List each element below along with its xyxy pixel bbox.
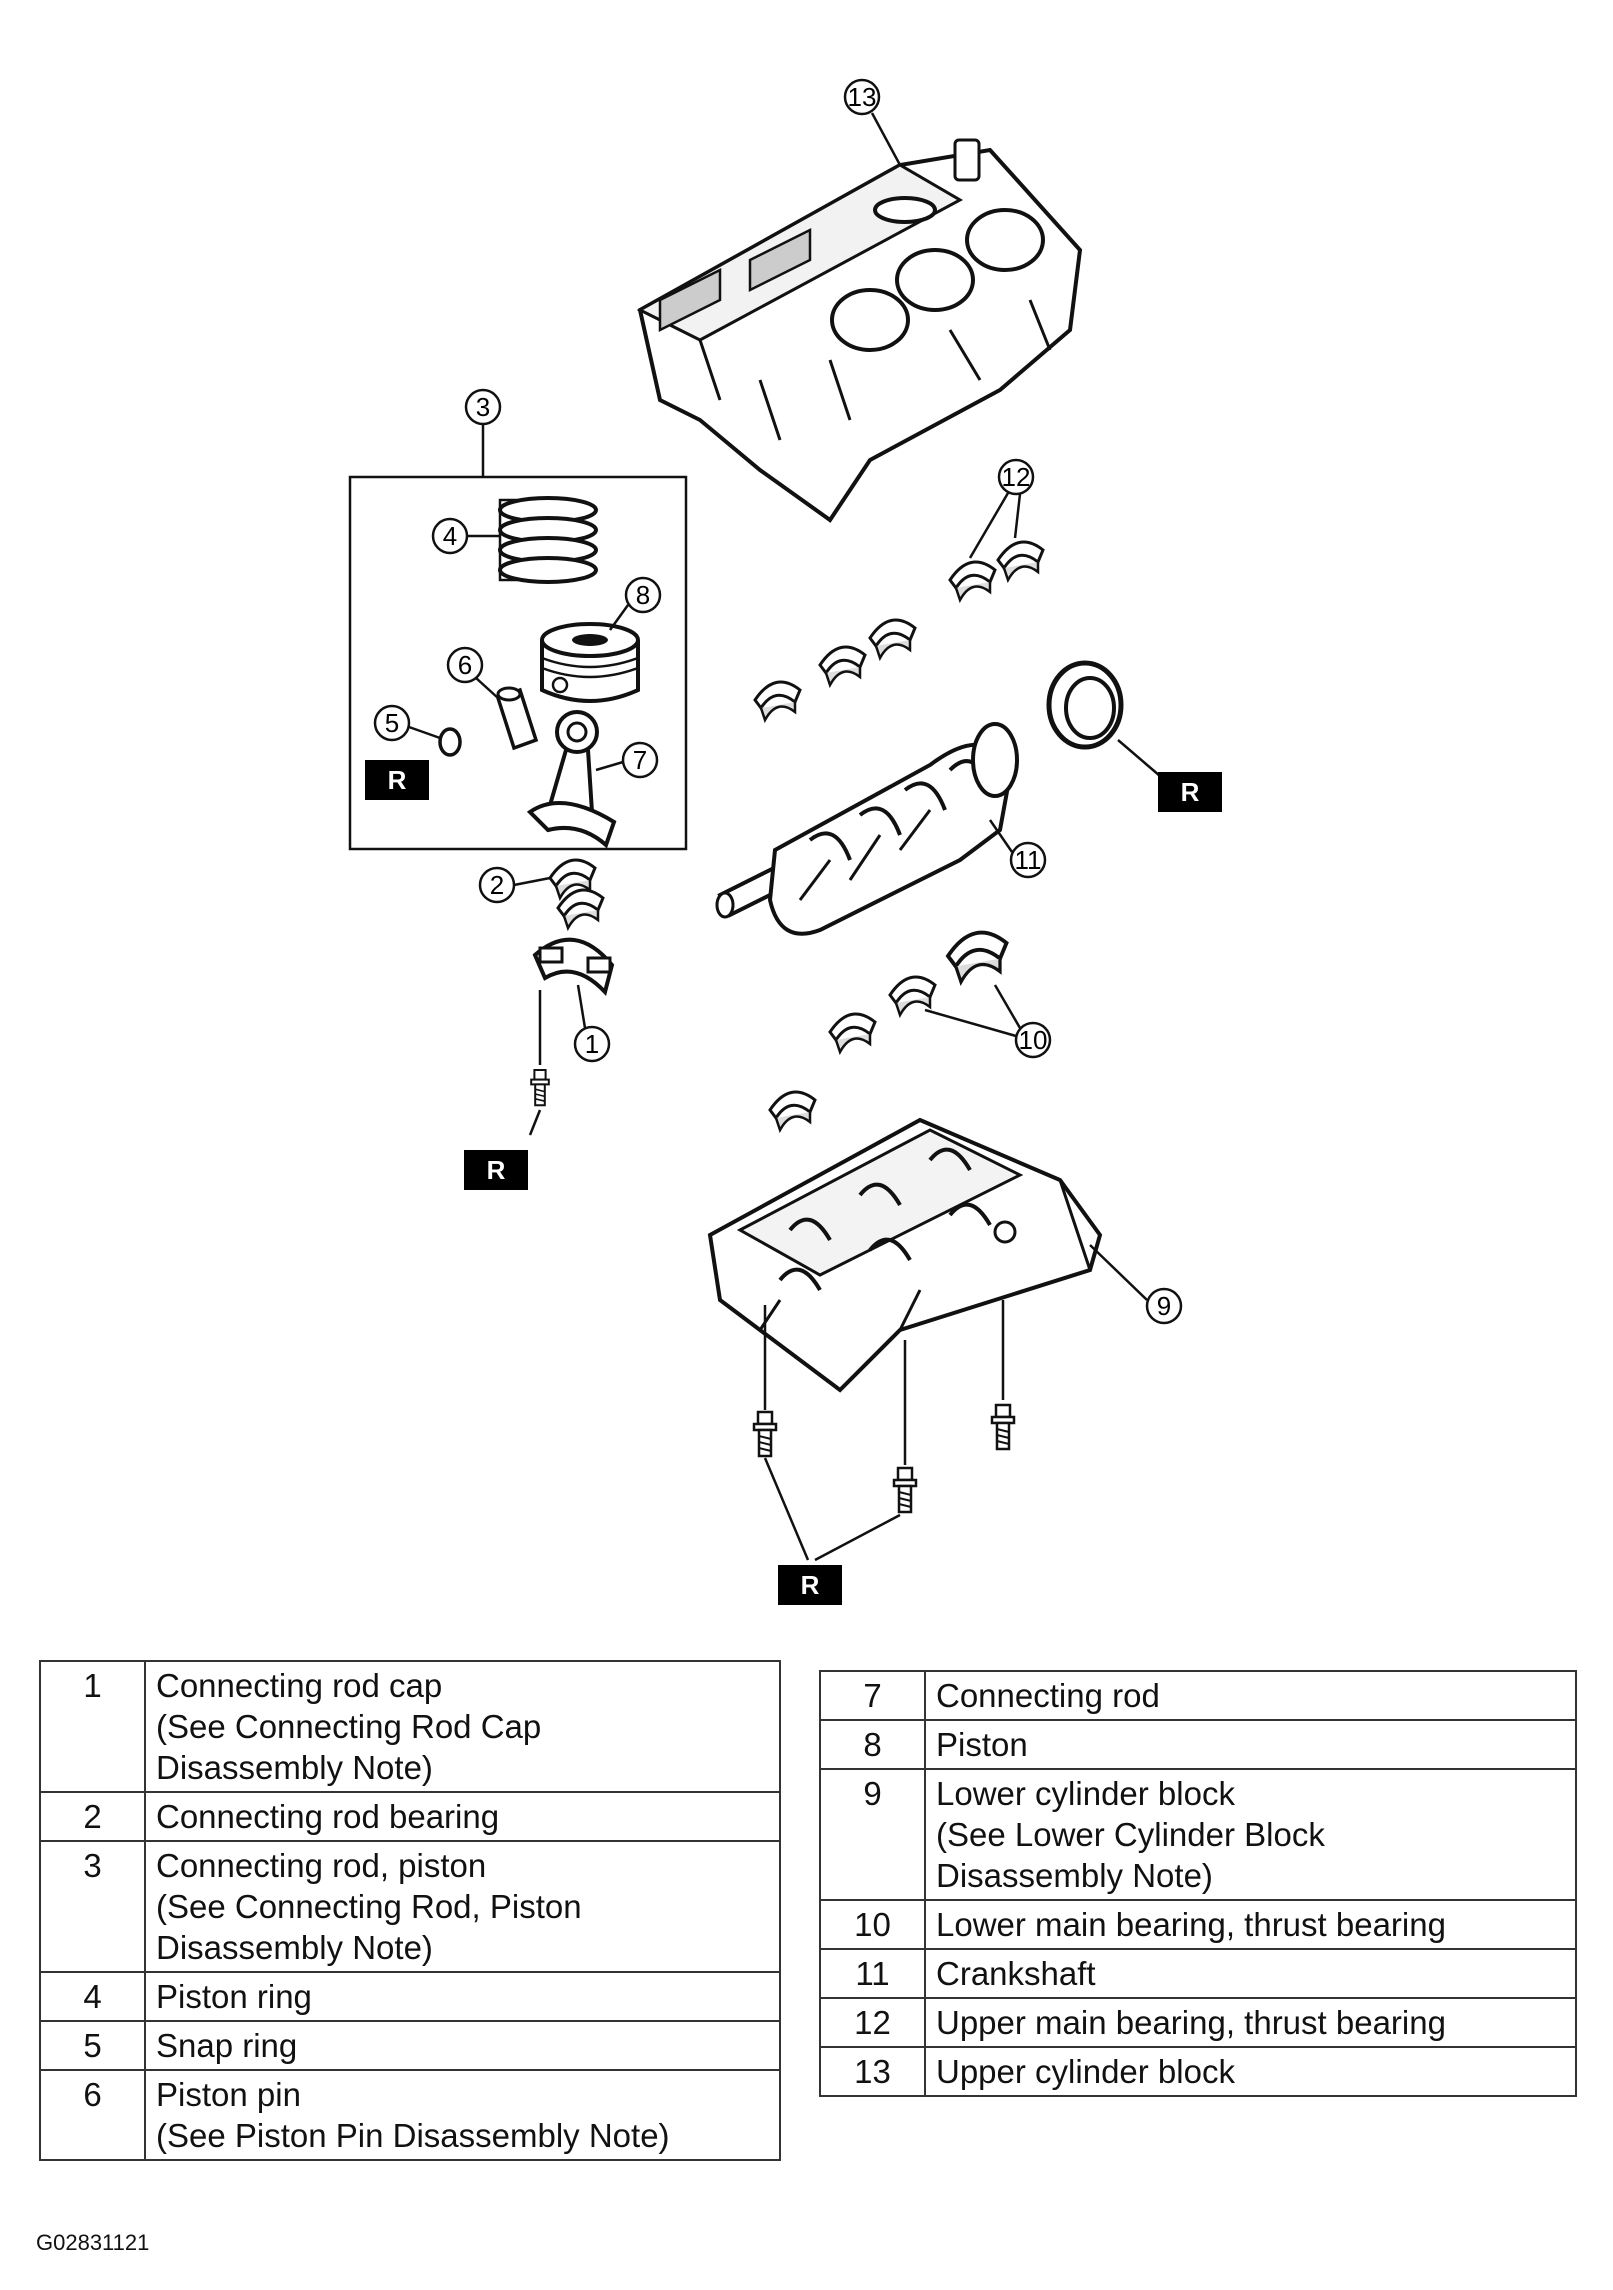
connecting-rod-cap (532, 937, 615, 997)
legend-description: Piston pin (See Piston Pin Disassembly N… (144, 2069, 781, 2161)
piston-pin (495, 686, 539, 751)
lower-cylinder-block (707, 1117, 1103, 1393)
legend-description: Connecting rod bearing (144, 1791, 781, 1842)
callout-2-label: 2 (490, 870, 504, 900)
callout-6 (446, 646, 484, 684)
rear-oil-seal (1046, 660, 1124, 750)
legend-number: 4 (39, 1971, 146, 2022)
callout-9-label: 9 (1157, 1291, 1171, 1321)
connecting-rod-bearing (548, 858, 605, 930)
callout-10-label: 10 (1019, 1025, 1048, 1055)
replace-badge-label: R (487, 1155, 506, 1185)
lower-block-bolt (752, 1410, 778, 1458)
legend-description: Upper cylinder block (924, 2046, 1577, 2097)
legend-description: Piston (924, 1719, 1577, 1770)
callout-7-label: 7 (633, 745, 647, 775)
legend-number: 13 (819, 2046, 926, 2097)
legend-number: 1 (39, 1660, 146, 1793)
replace-badge-block-bolts (778, 1565, 842, 1605)
callout-7 (621, 741, 659, 779)
callout-13-label: 13 (848, 82, 877, 112)
legend-description: Connecting rod, piston (See Connecting R… (144, 1840, 781, 1973)
replace-badge-cap-bolt (464, 1150, 528, 1190)
figure-id: G02831121 (36, 2230, 150, 2255)
callout-6-label: 6 (458, 650, 472, 680)
callout-12-label: 12 (1002, 462, 1031, 492)
callout-1 (573, 1025, 611, 1063)
legend-description: Snap ring (144, 2020, 781, 2071)
callout-5-label: 5 (385, 708, 399, 738)
lower-block-bolt (892, 1466, 918, 1514)
legend-number: 8 (819, 1719, 926, 1770)
upper-cylinder-block (636, 138, 1083, 523)
legend-number: 5 (39, 2020, 146, 2071)
callout-8 (624, 576, 662, 614)
upper-main-bearings (753, 540, 1045, 722)
legend-description: Piston ring (144, 1971, 781, 2022)
piston-rings (498, 496, 598, 584)
crankshaft (715, 722, 1019, 936)
callout-12 (997, 458, 1035, 496)
callout-10 (1014, 1021, 1052, 1059)
legend-number: 6 (39, 2069, 146, 2161)
legend-number: 9 (819, 1768, 926, 1901)
lower-block-bolt (990, 1403, 1016, 1451)
callout-11 (1009, 841, 1047, 879)
legend-number: 7 (819, 1670, 926, 1721)
callout-1-label: 1 (585, 1029, 599, 1059)
callout-3-label: 3 (476, 392, 490, 422)
cap-bolt (530, 1068, 550, 1107)
legend-number: 2 (39, 1791, 146, 1842)
connecting-rod (526, 710, 617, 849)
legend-description: Connecting rod (924, 1670, 1577, 1721)
callout-5 (373, 704, 411, 742)
replace-badge-label: R (1181, 777, 1200, 807)
legend-number: 12 (819, 1997, 926, 2048)
replace-badge-piston (365, 760, 429, 800)
legend-description: Lower cylinder block (See Lower Cylinder… (924, 1768, 1577, 1901)
legend-description: Upper main bearing, thrust bearing (924, 1997, 1577, 2048)
callout-4-label: 4 (443, 521, 457, 551)
lower-main-bearings (768, 930, 1009, 1132)
legend-number: 10 (819, 1899, 926, 1950)
legend-description: Crankshaft (924, 1948, 1577, 1999)
legend-description: Lower main bearing, thrust bearing (924, 1899, 1577, 1950)
legend-description: Connecting rod cap (See Connecting Rod C… (144, 1660, 781, 1793)
exploded-engine-diagram: 13 3 4 8 6 5 7 (348, 78, 1222, 1605)
piston (540, 622, 640, 703)
replace-badge-label: R (801, 1570, 820, 1600)
piston-assembly-box (348, 475, 688, 851)
callout-13 (843, 78, 881, 116)
snap-ring (438, 727, 462, 757)
callout-8-label: 8 (636, 580, 650, 610)
replace-badge-oil-seal (1158, 772, 1222, 812)
callout-9 (1145, 1287, 1183, 1325)
legend-number: 11 (819, 1948, 926, 1999)
callout-11-label: 11 (1015, 845, 1042, 875)
callout-4 (431, 517, 469, 555)
legend-number: 3 (39, 1840, 146, 1973)
replace-badge-label: R (388, 765, 407, 795)
